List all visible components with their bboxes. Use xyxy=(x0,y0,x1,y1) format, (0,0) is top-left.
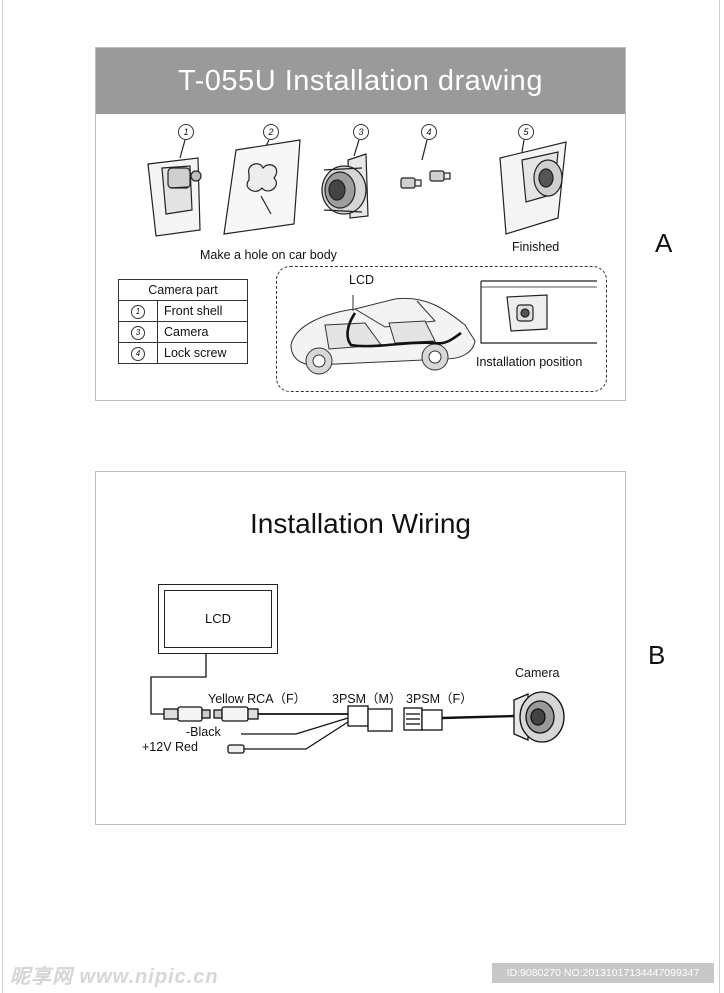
installation-position-caption: Installation position xyxy=(476,355,583,369)
part-name: Front shell xyxy=(157,300,248,322)
installation-steps-illustration xyxy=(147,139,567,237)
installation-position-box: LCD Installation position xyxy=(276,266,607,392)
3psm-male-label: 3PSM（M） xyxy=(332,692,402,706)
table-row: 3 Camera xyxy=(118,321,248,343)
installation-position-detail xyxy=(480,280,597,344)
page-border-right xyxy=(719,0,720,993)
table-row: 4 Lock screw xyxy=(118,342,248,364)
camera-illustration xyxy=(321,139,369,219)
site-watermark: 昵享网 www.nipic.cn xyxy=(10,966,219,988)
lcd-callout: LCD xyxy=(349,273,375,287)
table-row: 1 Front shell xyxy=(118,300,248,322)
step-number-4: 4 xyxy=(421,124,437,140)
lcd-monitor: LCD xyxy=(158,584,278,654)
image-id-watermark: ID:9080270 NO:20131017134447099347 xyxy=(492,963,714,983)
wiring-diagram xyxy=(150,654,565,754)
section-letter-a: A xyxy=(655,228,673,258)
part-number: 1 xyxy=(131,305,145,319)
red-wire-label: +12V Red xyxy=(142,740,198,754)
step-number-5: 5 xyxy=(518,124,534,140)
part-number: 3 xyxy=(131,326,145,340)
lcd-screen-label: LCD xyxy=(164,590,272,648)
finished-caption: Finished xyxy=(512,240,560,254)
installation-wiring-panel: Installation Wiring LCD xyxy=(95,471,626,825)
finished-illustration xyxy=(499,139,567,235)
yellow-rca-label: Yellow RCA（F） xyxy=(208,692,307,706)
car-cutaway-illustration xyxy=(290,295,476,375)
part-name: Lock screw xyxy=(157,342,248,364)
lock-screw-illustration xyxy=(400,139,451,189)
make-hole-caption: Make a hole on car body xyxy=(200,248,337,262)
front-shell-illustration xyxy=(147,139,202,237)
part-number: 4 xyxy=(131,347,145,361)
step-number-2: 2 xyxy=(263,124,279,140)
part-name: Camera xyxy=(157,321,248,343)
installation-wiring-title: Installation Wiring xyxy=(250,508,471,539)
installation-drawing-title: T-055U Installation drawing xyxy=(96,48,625,114)
step-number-1: 1 xyxy=(178,124,194,140)
page-border-left xyxy=(2,0,3,993)
camera-label: Camera xyxy=(515,666,560,680)
black-wire-label: -Black xyxy=(186,725,221,739)
parts-table-header: Camera part xyxy=(118,279,248,301)
3psm-female-label: 3PSM（F） xyxy=(406,692,473,706)
installation-drawing-panel: T-055U Installation drawing 1 2 3 4 5 xyxy=(95,47,626,401)
camera-parts-table: Camera part 1 Front shell 3 Camera 4 Loc… xyxy=(118,279,248,364)
car-body-hole-illustration xyxy=(223,139,301,235)
section-letter-b: B xyxy=(648,640,666,670)
step-number-3: 3 xyxy=(353,124,369,140)
